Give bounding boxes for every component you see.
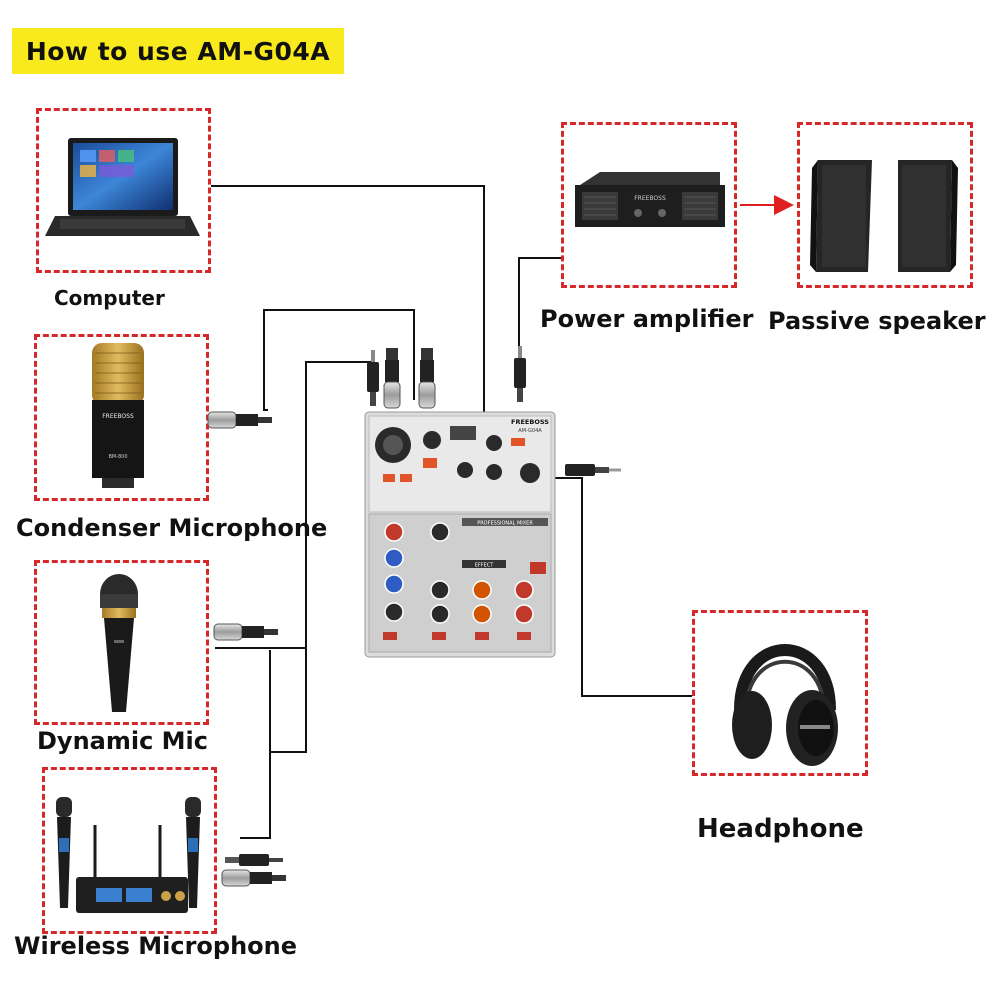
mixer-model: AM-G04A	[518, 428, 542, 434]
xlr-connector-icon	[213, 623, 278, 641]
xlr-connector-icon	[383, 348, 401, 409]
amplifier-cable	[518, 257, 561, 380]
mixer-effect-label: EFFECT	[475, 563, 495, 569]
headphone-box	[692, 610, 868, 776]
dynamic-cable	[215, 361, 374, 649]
passive-speaker-icon	[810, 160, 872, 272]
xlr-connector-icon	[418, 348, 436, 409]
condenser-brand: FREEBOSS	[102, 413, 134, 420]
mixer-icon: FREEBOSS AM-G04A PROFESSIONAL MIXER EFFE…	[364, 411, 556, 658]
laptop-icon	[45, 138, 200, 236]
xlr-connector-icon	[207, 411, 272, 429]
dynamic-label: Dynamic Mic	[37, 727, 208, 755]
dynamic-cable-tail	[269, 648, 307, 753]
headphone-label: Headphone	[697, 814, 864, 844]
page-title: How to use AM-G04A	[12, 28, 344, 74]
wireless-label: Wireless Microphone	[14, 932, 298, 960]
jack-plug-icon	[225, 854, 283, 866]
condenser-label: Condenser Microphone	[16, 514, 328, 542]
wireless-receiver-icon	[56, 797, 201, 913]
jack-plug-icon	[565, 464, 621, 476]
amplifier-label: Power amplifier	[540, 305, 754, 333]
speaker-box	[797, 122, 973, 288]
computer-cable	[211, 185, 485, 413]
dynamic-box	[34, 560, 209, 725]
power-amplifier-icon: FREEBOSS	[575, 172, 725, 227]
xlr-connector-icon	[221, 869, 286, 887]
condenser-mic-icon: FREEBOSS BM-800	[92, 343, 144, 488]
cables	[211, 185, 692, 839]
wireless-box	[42, 767, 217, 934]
amplifier-brand: FREEBOSS	[634, 195, 666, 202]
computer-label: Computer	[54, 286, 165, 310]
mixer-brand: FREEBOSS	[511, 418, 549, 426]
headphone-icon	[732, 644, 838, 766]
jack-plug-icon	[367, 350, 379, 406]
passive-speaker-icon	[898, 160, 958, 272]
speaker-label: Passive speaker	[768, 307, 986, 335]
condenser-model: BM-800	[108, 454, 127, 460]
jack-plug-icon	[514, 346, 526, 402]
computer-box	[36, 108, 211, 273]
condenser-cable	[263, 309, 415, 411]
mixer-panel-label: PROFESSIONAL MIXER	[477, 521, 533, 527]
amplifier-box	[561, 122, 737, 288]
headphone-cable	[548, 477, 692, 697]
dynamic-mic-icon	[100, 574, 138, 712]
wireless-cable	[240, 650, 271, 839]
